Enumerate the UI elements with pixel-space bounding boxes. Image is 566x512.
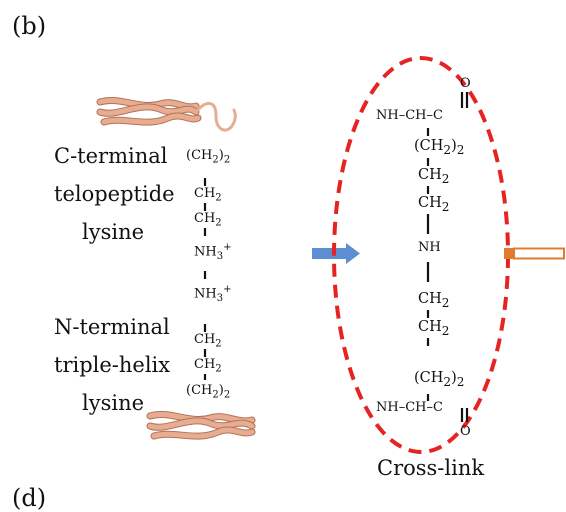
left-ch2-d: CH2: [194, 357, 222, 375]
label-telopeptide: telopeptide: [54, 182, 175, 206]
label-lysine-bottom: lysine: [82, 391, 145, 415]
right-ch2-2-bottom: (CH2)2: [414, 370, 465, 389]
right-ch2-b: CH2: [418, 195, 450, 214]
left-ch2-2-bottom: (CH2)2: [186, 383, 231, 401]
collagen-helix-top: [96, 97, 237, 132]
label-c-terminal: C-terminal: [54, 144, 168, 168]
left-ch2-a: CH2: [194, 186, 222, 204]
right-ch2-c: CH2: [418, 291, 450, 310]
right-ch2-a: CH2: [418, 167, 450, 186]
right-nh-center: NH: [418, 240, 441, 255]
left-nh3-bottom: NH3+: [194, 284, 232, 304]
nh-ch-c-bottom: NH–CH–C: [376, 400, 443, 415]
label-n-terminal: N-terminal: [54, 315, 170, 339]
left-ch2-b: CH2: [194, 211, 222, 229]
left-ch2-c: CH2: [194, 332, 222, 350]
label-lysine-top: lysine: [82, 220, 145, 244]
carbonyl-o-top: O: [460, 76, 471, 91]
label-triple-helix: triple-helix: [54, 353, 171, 377]
carbonyl-o-bottom: O: [460, 424, 471, 439]
right-ch2-2-top: (CH2)2: [414, 138, 465, 157]
panel-label-b: (b): [12, 12, 47, 40]
right-chain-bonds: [426, 92, 469, 422]
reaction-arrow: [312, 243, 360, 264]
left-ch2-2-top: (CH2)2: [186, 148, 231, 166]
left-nh3-top: NH3+: [194, 242, 232, 262]
cross-link-caption: Cross-link: [377, 456, 485, 480]
orange-arrow: [504, 247, 565, 260]
right-ch2-d: CH2: [418, 319, 450, 338]
nh-ch-c-top: NH–CH–C: [376, 108, 443, 123]
collagen-helix-bottom: [146, 411, 256, 440]
diagram-graphics: [96, 56, 565, 454]
